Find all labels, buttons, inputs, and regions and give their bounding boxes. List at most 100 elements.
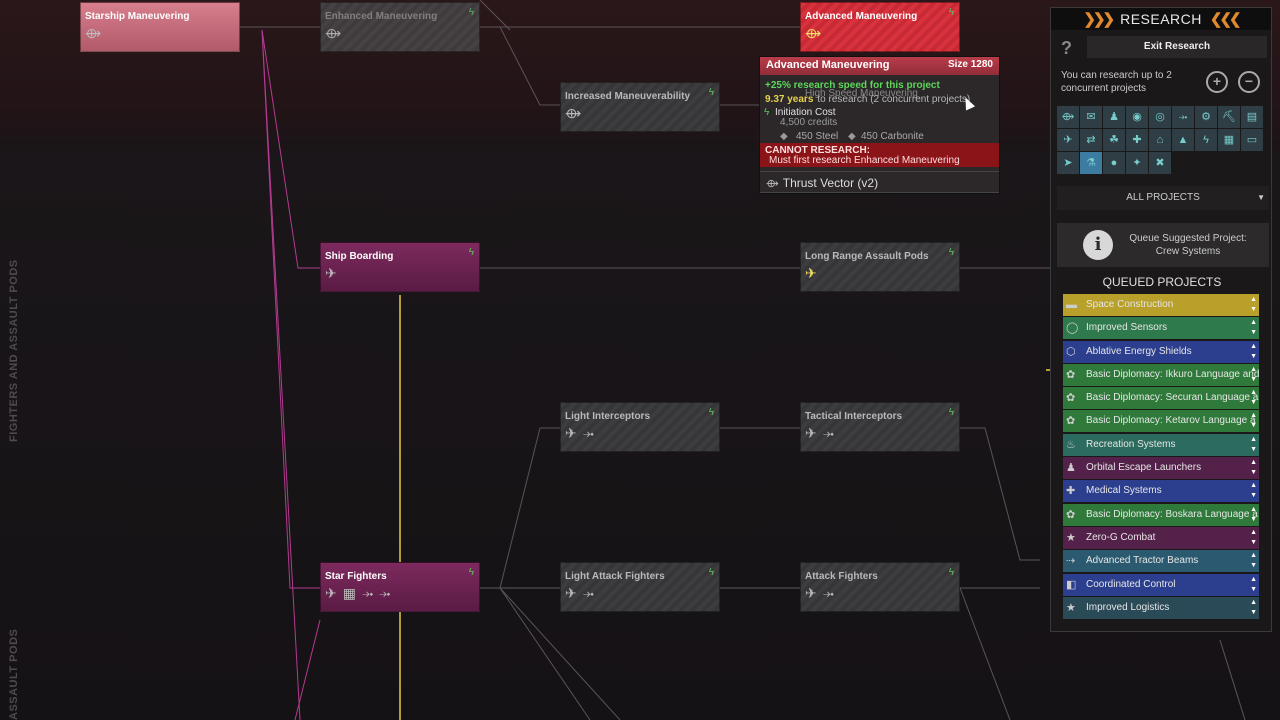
node-title: Light Attack Fighters [565,571,665,582]
info-icon: i [1083,230,1113,260]
category-thrusters-icon[interactable]: ⟴ [1057,106,1079,128]
queued-project-name: Advanced Tractor Beams [1086,555,1199,567]
queued-project-item[interactable]: ★Zero-G Combat▲▼ [1063,526,1259,549]
category-mining-icon[interactable]: ⛏ [1218,106,1240,128]
research-bolt-icon: ϟ [708,87,714,98]
control-icon: ◧ [1066,578,1077,591]
reorder-arrows-icon[interactable]: ▲▼ [1250,296,1257,313]
category-fighters-icon[interactable]: ✈ [1057,129,1079,151]
tooltip-steel: 450 Steel [796,131,839,142]
node-advanced-maneuvering[interactable]: Advanced Maneuvering ϟ ⟴ [800,2,960,52]
exit-research-button[interactable]: Exit Research [1087,36,1267,58]
queued-project-item[interactable]: ✚Medical Systems▲▼ [1063,480,1259,503]
category-sensors-icon[interactable]: ◉ [1126,106,1148,128]
hangar-icon: ▦ [342,585,356,601]
category-diplomacy-icon[interactable]: ✉ [1080,106,1102,128]
diplomacy-icon: ✿ [1066,415,1076,428]
category-research-icon[interactable]: ⚗ [1080,152,1102,174]
reorder-arrows-icon[interactable]: ▲▼ [1250,552,1257,570]
category-cargo-icon[interactable]: ▭ [1241,129,1263,151]
cannon-icon: ⤞ [361,585,374,601]
reorder-arrows-icon[interactable]: ▲▼ [1250,342,1257,360]
queued-project-item[interactable]: ◧Coordinated Control▲▼ [1063,573,1259,596]
node-attack-fighters[interactable]: Attack Fighters ϟ ✈⤞ [800,562,960,612]
queued-project-item[interactable]: ✿Basic Diplomacy: Securan Language a▲▼ [1063,387,1259,410]
category-structures-icon[interactable]: ⌂ [1149,129,1171,151]
reorder-arrows-icon[interactable]: ▲▼ [1250,482,1257,500]
reorder-arrows-icon[interactable]: ▲▼ [1250,505,1257,523]
node-long-range-assault-pods[interactable]: Long Range Assault Pods ϟ ✈ [800,242,960,292]
reorder-arrows-icon[interactable]: ▲▼ [1250,412,1257,430]
node-light-interceptors[interactable]: Light Interceptors ϟ ✈⤞ [560,402,720,452]
help-icon[interactable]: ? [1061,38,1072,58]
research-bolt-icon: ϟ [468,247,474,258]
category-weapons-icon[interactable]: ⤞ [1172,106,1194,128]
category-medical-icon[interactable]: ✚ [1126,129,1148,151]
category-robotics-icon[interactable]: ✦ [1126,152,1148,174]
queued-project-item[interactable]: ✿Basic Diplomacy: Boskara Language a▲▼ [1063,503,1259,526]
queued-project-item[interactable]: ♨Recreation Systems▲▼ [1063,433,1259,456]
queued-project-item[interactable]: ◯ Improved Sensors ▲▼ [1063,317,1259,340]
node-starship-maneuvering[interactable]: Starship Maneuvering ⟴ [80,2,240,52]
reorder-arrows-icon[interactable]: ▲▼ [1250,575,1257,593]
node-icons: ✈⤞ [805,585,834,602]
queue-suggested-button[interactable]: i Queue Suggested Project: Crew Systems [1057,223,1269,267]
thruster-icon: ⟴ [85,25,102,41]
queued-project-item[interactable]: ⬡Ablative Energy Shields▲▼ [1063,340,1259,363]
category-transport-icon[interactable]: ⇄ [1080,129,1102,151]
node-star-fighters[interactable]: Star Fighters ϟ ✈▦⤞⤞ [320,562,480,612]
interceptor-icon: ✈ [805,425,817,441]
queued-project-item[interactable]: ✿Basic Diplomacy: Ketarov Language a▲▼ [1063,410,1259,433]
category-construction-icon[interactable]: ▤ [1241,106,1263,128]
node-icons: ⟴ [805,25,821,42]
category-biology-icon[interactable]: ☘ [1103,129,1125,151]
tooltip-size: Size 1280 [947,59,993,70]
category-hull-icon[interactable]: ▲ [1172,129,1194,151]
torpedo-icon: ⤞ [379,585,391,601]
category-shields-icon[interactable]: ◎ [1149,106,1171,128]
node-increased-maneuverability[interactable]: Increased Maneuverability ϟ ⟴ [560,82,720,132]
reorder-arrows-icon[interactable]: ▲▼ [1250,598,1257,616]
reorder-arrows-icon[interactable]: ▲▼ [1250,528,1257,546]
node-title: Light Interceptors [565,411,651,422]
tooltip-initiation-label: Initiation Cost [775,107,836,118]
research-bolt-icon: ϟ [708,407,714,418]
node-light-attack-fighters[interactable]: Light Attack Fighters ϟ ✈⤞ [560,562,720,612]
category-engineering-icon[interactable]: ⚙ [1195,106,1217,128]
tooltip-speed-bonus: +25% research speed for this project [765,80,940,91]
category-science-icon[interactable]: ● [1103,152,1125,174]
research-bolt-icon: ϟ [948,567,954,578]
queued-project-item[interactable]: ♟Orbital Escape Launchers▲▼ [1063,457,1259,480]
queued-project-name: Improved Sensors [1086,322,1168,334]
queued-project-item[interactable]: ⇢Advanced Tractor Beams▲▼ [1063,550,1259,573]
recreation-icon: ♨ [1066,438,1076,451]
queued-project-name: Ablative Energy Shields [1086,345,1192,357]
steel-icon: ◆ [780,131,788,142]
category-crew-icon[interactable]: ♟ [1103,106,1125,128]
category-navigation-icon[interactable]: ➤ [1057,152,1079,174]
sensor-icon: ◯ [1066,322,1079,335]
reorder-arrows-icon[interactable]: ▲▼ [1250,459,1257,477]
zoom-in-icon[interactable]: + [1206,71,1228,93]
category-hangar-icon[interactable]: ▦ [1218,129,1240,151]
research-bolt-icon: ϟ [708,567,714,578]
node-enhanced-maneuvering[interactable]: Enhanced Maneuvering ϟ ⟴ [320,2,480,52]
reorder-arrows-icon[interactable]: ▲▼ [1250,319,1257,337]
zoom-out-icon[interactable]: − [1238,71,1260,93]
queued-project-item[interactable]: ★Improved Logistics▲▼ [1063,596,1259,619]
reorder-arrows-icon[interactable]: ▲▼ [1250,389,1257,407]
reorder-arrows-icon[interactable]: ▲▼ [1250,435,1257,453]
node-icons: ✈⤞ [565,585,594,602]
project-filter-dropdown[interactable]: ALL PROJECTS ▼ [1057,186,1269,210]
unlock-name: Thrust Vector (v2) [782,176,879,190]
project-filter-label: ALL PROJECTS [1126,192,1200,203]
category-security-icon[interactable]: ✖ [1149,152,1171,174]
queued-project-item[interactable]: ▬Space Construction▲▼ [1063,294,1259,316]
node-ship-boarding[interactable]: Ship Boarding ϟ ✈ [320,242,480,292]
queued-project-item[interactable]: ✿Basic Diplomacy: Ikkuro Language and▲▼ [1063,363,1259,386]
reorder-arrows-icon[interactable]: ▲▼ [1250,365,1257,383]
node-tactical-interceptors[interactable]: Tactical Interceptors ϟ ✈⤞ [800,402,960,452]
category-power-icon[interactable]: ϟ [1195,129,1217,151]
